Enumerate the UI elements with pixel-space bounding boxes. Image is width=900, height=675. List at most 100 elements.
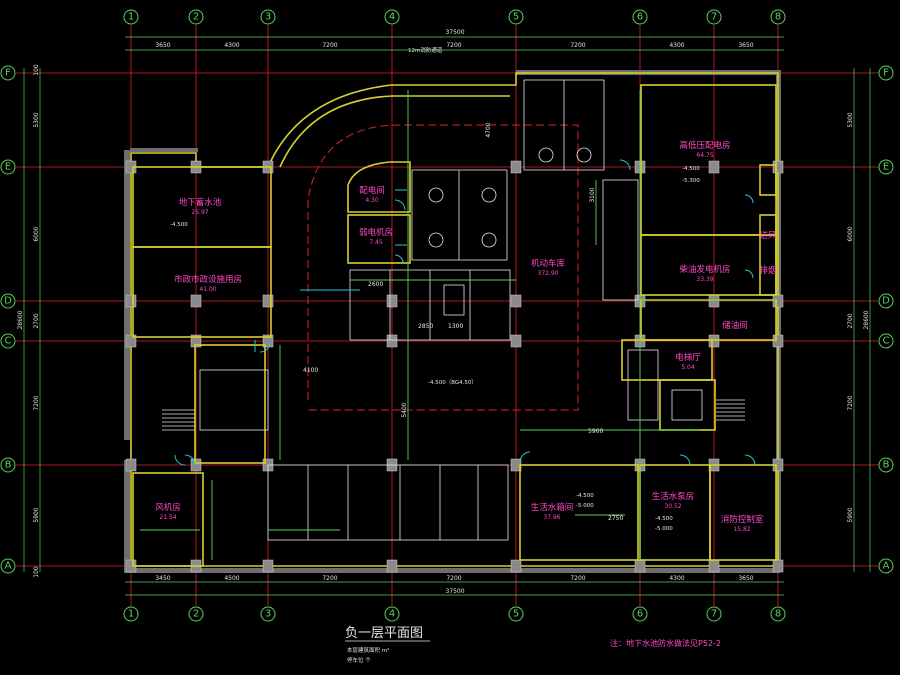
axis-label: 5 — [513, 609, 519, 620]
svg-text:7200: 7200 — [570, 575, 585, 582]
room-name: 电梯厅 — [675, 352, 701, 363]
axis-label: 8 — [775, 609, 781, 620]
ramp-dashline — [307, 124, 579, 411]
left-axis-bubbles: F E D C B A — [0, 65, 16, 574]
room-name: 生活水箱间 — [531, 502, 574, 513]
svg-text:-5.000: -5.000 — [576, 503, 594, 509]
svg-text:100: 100 — [33, 566, 40, 578]
right-dimensions: 28600 5300 6000 2700 7200 5900 — [847, 68, 871, 572]
svg-text:3650: 3650 — [738, 42, 753, 49]
axis-label: B — [883, 460, 890, 471]
svg-text:4300: 4300 — [224, 42, 239, 49]
svg-text:7200: 7200 — [446, 575, 461, 582]
svg-text:2750: 2750 — [608, 515, 623, 522]
right-axis-bubbles: F E D C B A — [878, 65, 894, 574]
svg-text:-5.000: -5.000 — [655, 526, 673, 532]
room-area: 21.54 — [159, 514, 176, 521]
axis-label: 7 — [711, 12, 717, 23]
bottom-note: 注：地下水池防水做法见P52-2 — [610, 638, 721, 648]
axis-label: 8 — [775, 12, 781, 23]
room-area: 25.97 — [191, 209, 208, 216]
svg-text:-4.500: -4.500 — [170, 222, 188, 228]
svg-text:5300: 5300 — [847, 112, 854, 127]
room-area: 372.90 — [538, 270, 559, 277]
horizontal-grid-lines — [16, 72, 878, 567]
svg-text:7200: 7200 — [33, 395, 40, 410]
svg-text:7200: 7200 — [322, 42, 337, 49]
svg-text:5900: 5900 — [588, 428, 603, 435]
svg-text:3450: 3450 — [155, 575, 170, 582]
ramp-curve — [279, 95, 510, 168]
top-axis-bubbles: 1 2 3 4 5 6 7 8 — [123, 9, 786, 25]
svg-text:5300: 5300 — [33, 112, 40, 127]
room-area: 4.30 — [365, 197, 379, 204]
room-area: 64.75 — [696, 152, 713, 159]
stair — [162, 284, 745, 431]
bottom-axis-bubbles: 1 2 3 4 5 6 7 8 — [123, 606, 786, 622]
room-name: 机动车库 — [531, 258, 566, 269]
axis-bubble — [123, 9, 139, 25]
svg-text:5900: 5900 — [33, 507, 40, 522]
svg-text:100: 100 — [33, 64, 40, 76]
room-name: 高低压配电房 — [679, 140, 730, 151]
axis-label: 7 — [711, 609, 717, 620]
axis-label: A — [5, 561, 12, 572]
axis-label: F — [883, 68, 889, 79]
room-labels: 地下蓄水池 25.97 市政市政设施用房 41.00 配电间 4.30 弱电机房… — [155, 140, 777, 533]
axis-label: 4 — [389, 12, 395, 23]
left-dimensions: 28600 5300 6000 2700 7200 5900 100 100 — [17, 64, 41, 578]
axis-label: E — [883, 162, 889, 173]
svg-text:2700: 2700 — [847, 313, 854, 328]
room-name: 风机房 — [155, 502, 181, 513]
room-name: 地下蓄水池 — [179, 197, 222, 208]
svg-text:5900: 5900 — [847, 507, 854, 522]
title-sub2: 停车位 个 — [347, 656, 371, 664]
svg-text:28600: 28600 — [17, 310, 24, 329]
room-name: 市政市政设施用房 — [174, 274, 242, 285]
axis-label: C — [5, 336, 12, 347]
svg-text:37500: 37500 — [445, 29, 464, 36]
svg-text:2600: 2600 — [368, 281, 383, 288]
svg-text:12m消防通道: 12m消防通道 — [408, 46, 443, 54]
axis-label: B — [5, 460, 12, 471]
axis-label: 1 — [128, 609, 134, 620]
axis-label: D — [882, 296, 890, 307]
axis-label: 6 — [637, 609, 643, 620]
vertical-grid-lines — [130, 25, 779, 606]
room-name: 储油间 — [722, 320, 748, 331]
axis-label: 2 — [193, 12, 199, 23]
svg-text:7200: 7200 — [446, 42, 461, 49]
svg-text:7200: 7200 — [570, 42, 585, 49]
svg-text:3100: 3100 — [589, 187, 596, 202]
room-name: 配电间 — [359, 185, 385, 196]
axis-label: 3 — [265, 12, 271, 23]
room-area: 41.00 — [199, 286, 216, 293]
room-area: 5.04 — [681, 364, 695, 371]
svg-text:1300: 1300 — [448, 323, 463, 330]
svg-text:4500: 4500 — [224, 575, 239, 582]
axis-label: 6 — [637, 12, 643, 23]
bottom-dimensions: 3450 4500 7200 7200 7200 4300 3650 37500 — [125, 575, 784, 596]
svg-text:5400: 5400 — [401, 402, 408, 417]
svg-text:-5.300: -5.300 — [682, 178, 700, 184]
svg-text:4700: 4700 — [485, 122, 492, 137]
annotations: -4.500 -5.300 -4.500（BG4.50） -4.500 -5.0… — [170, 46, 700, 532]
title-sub: 本层建筑面积 m² — [347, 646, 389, 654]
svg-text:6000: 6000 — [847, 226, 854, 241]
axis-label: 4 — [389, 609, 395, 620]
svg-text:-4.500: -4.500 — [682, 166, 700, 172]
axis-label: A — [883, 561, 890, 572]
svg-text:-4.500（BG4.50）: -4.500（BG4.50） — [428, 379, 477, 386]
svg-text:3650: 3650 — [155, 42, 170, 49]
room-area: 15.82 — [733, 526, 750, 533]
svg-text:2850: 2850 — [418, 323, 433, 330]
axis-label: 2 — [193, 609, 199, 620]
axis-label: C — [883, 336, 890, 347]
interior-dims — [140, 90, 776, 560]
axis-label: E — [5, 162, 11, 173]
top-dimensions: 37500 3650 4300 7200 7200 7200 4300 3650 — [125, 29, 784, 51]
drawing-title: 负一层平面图 — [345, 626, 423, 641]
room-name: 生活水泵房 — [652, 491, 695, 502]
svg-text:4100: 4100 — [303, 367, 318, 374]
